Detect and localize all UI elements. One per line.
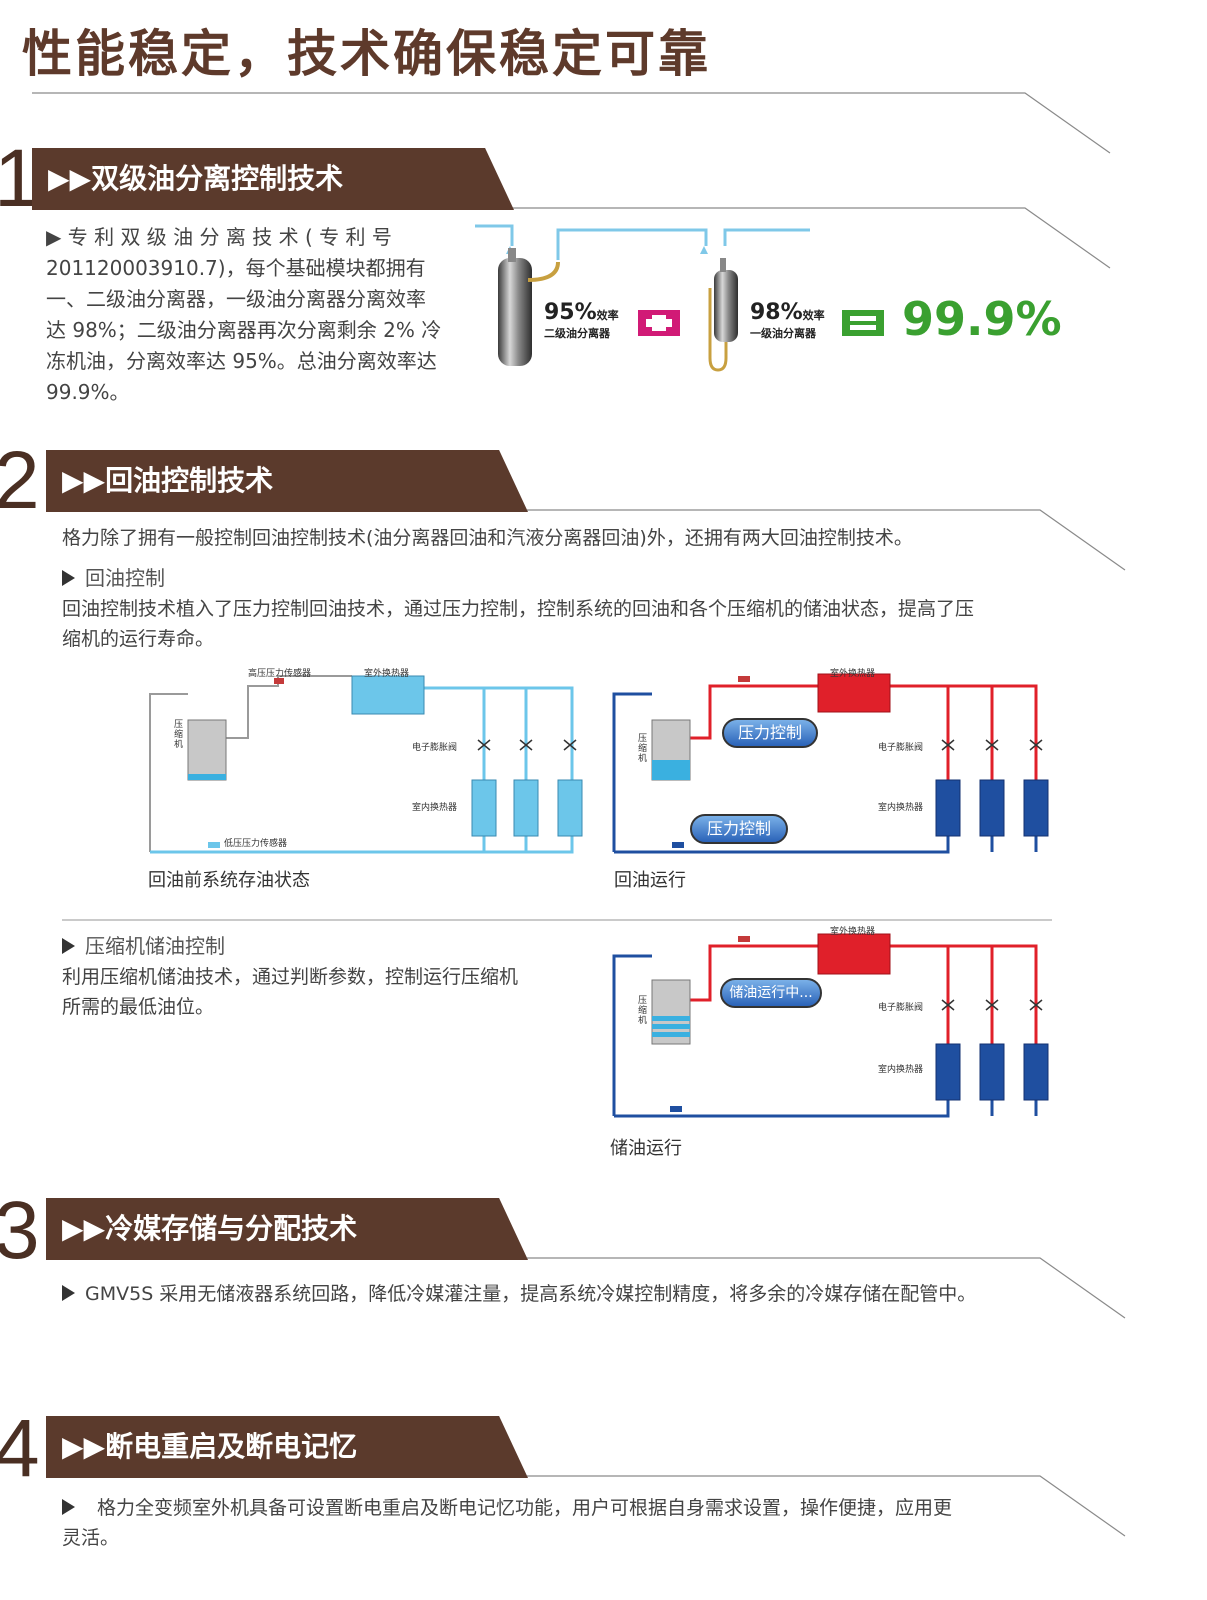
label-compressor: 压缩机 — [638, 996, 648, 1026]
label-exp-valve: 电子膨胀阀 — [412, 743, 458, 753]
primary-separator-stat: 98%效率 一级油分离器 — [750, 300, 825, 341]
caption-storage-running: 储油运行 — [610, 1138, 682, 1159]
secondary-name: 二级油分离器 — [544, 327, 610, 340]
label-indoor-hx: 室内换热器 — [878, 803, 924, 813]
subsection-oil-storage: 压缩机储油控制 — [62, 930, 225, 959]
diagram-piping — [612, 673, 1049, 854]
triangle-bullet-icon — [62, 938, 75, 954]
label-outdoor-hx: 室外换热器 — [364, 669, 410, 679]
label-indoor-hx: 室内换热器 — [878, 1065, 924, 1075]
subsection-title: 压缩机储油控制 — [85, 934, 225, 958]
para-line: ▶ 专 利 双 级 油 分 离 技 术 ( 专 利 号 — [46, 225, 392, 249]
triangle-bullet-icon — [62, 1285, 75, 1301]
label-compressor: 压缩机 — [638, 734, 648, 764]
para-line: 冻机油，分离效率达 95%。总油分离效率达 — [46, 349, 437, 373]
label-exp-valve: 电子膨胀阀 — [878, 1003, 924, 1013]
triangle-bullet-icon — [62, 1499, 75, 1515]
caption-return-running: 回油运行 — [614, 870, 686, 891]
oil-separator-graphic — [475, 224, 810, 372]
label-high-pressure-sensor: 高压压力传感器 — [248, 669, 312, 679]
secondary-separator-stat: 95%效率 二级油分离器 — [544, 300, 619, 341]
para-line: 达 98%；二级油分离器再次分离剩余 2% 冷 — [46, 318, 442, 342]
subsection-title: 回油控制 — [85, 566, 165, 590]
text-line: 利用压缩机储油技术，通过判断参数，控制运行压缩机 — [62, 966, 519, 988]
label-exp-valve: 电子膨胀阀 — [878, 743, 924, 753]
primary-name: 一级油分离器 — [750, 327, 816, 340]
para-line: 99.9%。 — [46, 380, 130, 404]
section-4-line: 灵活。 — [62, 1527, 120, 1549]
section-4-line: 格力全变频室外机具备可设置断电重启及断电记忆功能，用户可根据自身需求设置，操作便… — [97, 1497, 953, 1519]
section-1-paragraph: ▶ 专 利 双 级 油 分 离 技 术 ( 专 利 号 201120003910… — [46, 222, 466, 408]
section-3-heading: ▶▶冷媒存储与分配技术 — [46, 1198, 528, 1260]
diagram-piping — [612, 933, 1049, 1118]
para-line: 一、二级油分离器，一级油分离器分离效率 — [46, 287, 426, 311]
section-2-heading: ▶▶回油控制技术 — [46, 450, 528, 512]
section-2-intro: 格力除了拥有一般控制回油控制技术(油分离器回油和汽液分离器回油)外，还拥有两大回… — [62, 527, 913, 549]
primary-percent: 98% — [750, 300, 803, 325]
page-title: 性能稳定，技术确保稳定可靠 — [22, 25, 711, 83]
label-indoor-hx: 室内换热器 — [412, 803, 458, 813]
text-line: 格力全变频室外机具备可设置断电重启及断电记忆功能，用户可根据自身需求设置，操作便… — [62, 1493, 952, 1523]
secondary-unit: 效率 — [596, 309, 619, 322]
caption-before-return: 回油前系统存油状态 — [148, 870, 310, 891]
oil-storing-badge: 储油运行中... — [720, 978, 822, 1008]
section-4-text: 格力全变频室外机具备可设置断电重启及断电记忆功能，用户可根据自身需求设置，操作便… — [62, 1493, 952, 1553]
text-line: 缩机的运行寿命。 — [62, 628, 215, 650]
label-low-pressure-sensor: 低压压力传感器 — [224, 839, 288, 849]
label-outdoor-hx: 室外换热器 — [830, 669, 876, 679]
section-3-number: 3 — [0, 1185, 40, 1276]
return-oil-text: 回油控制技术植入了压力控制回油技术，通过压力控制，控制系统的回油和各个压缩机的储… — [62, 594, 974, 654]
secondary-percent: 95% — [544, 300, 597, 325]
section-4-number: 4 — [0, 1403, 40, 1494]
pressure-control-badge: 压力控制 — [722, 718, 818, 748]
pressure-control-badge: 压力控制 — [690, 814, 788, 844]
section-3-body: GMV5S 采用无储液器系统回路，降低冷媒灌注量，提高系统冷媒控制精度，将多余的… — [85, 1283, 977, 1305]
secondary-separator-tank — [498, 248, 560, 366]
section-3-text: GMV5S 采用无储液器系统回路，降低冷媒灌注量，提高系统冷媒控制精度，将多余的… — [62, 1279, 976, 1309]
section-1-number: 1 — [0, 133, 40, 224]
primary-separator-tank — [708, 258, 738, 372]
subsection-return-oil: 回油控制 — [62, 562, 165, 591]
label-compressor: 压缩机 — [174, 720, 184, 750]
total-efficiency: 99.9% — [902, 292, 1062, 346]
section-1-heading: ▶▶双级油分离控制技术 — [32, 148, 514, 210]
diagram-storage-running: 室外换热器 压缩机 电子膨胀阀 室内换热器 储油运行中... — [612, 924, 1052, 1124]
diagram-before-return: 高压压力传感器 室外换热器 压缩机 电子膨胀阀 室内换热器 低压压力传感器 — [148, 664, 584, 860]
primary-unit: 效率 — [802, 309, 825, 322]
section-2-number: 2 — [0, 435, 40, 526]
diagram-piping — [149, 675, 583, 854]
label-outdoor-hx: 室外换热器 — [830, 927, 876, 937]
para-line: 201120003910.7)，每个基础模块都拥有 — [46, 256, 426, 280]
section-4-heading: ▶▶断电重启及断电记忆 — [46, 1416, 528, 1478]
equals-icon — [842, 310, 884, 336]
oil-storage-text: 利用压缩机储油技术，通过判断参数，控制运行压缩机 所需的最低油位。 — [62, 962, 518, 1022]
text-line: 所需的最低油位。 — [62, 996, 215, 1018]
triangle-bullet-icon — [62, 570, 75, 586]
diagram-return-running: 室外换热器 压缩机 电子膨胀阀 室内换热器 压力控制 压力控制 — [612, 664, 1052, 860]
text-line: 回油控制技术植入了压力控制回油技术，通过压力控制，控制系统的回油和各个压缩机的储… — [62, 598, 975, 620]
